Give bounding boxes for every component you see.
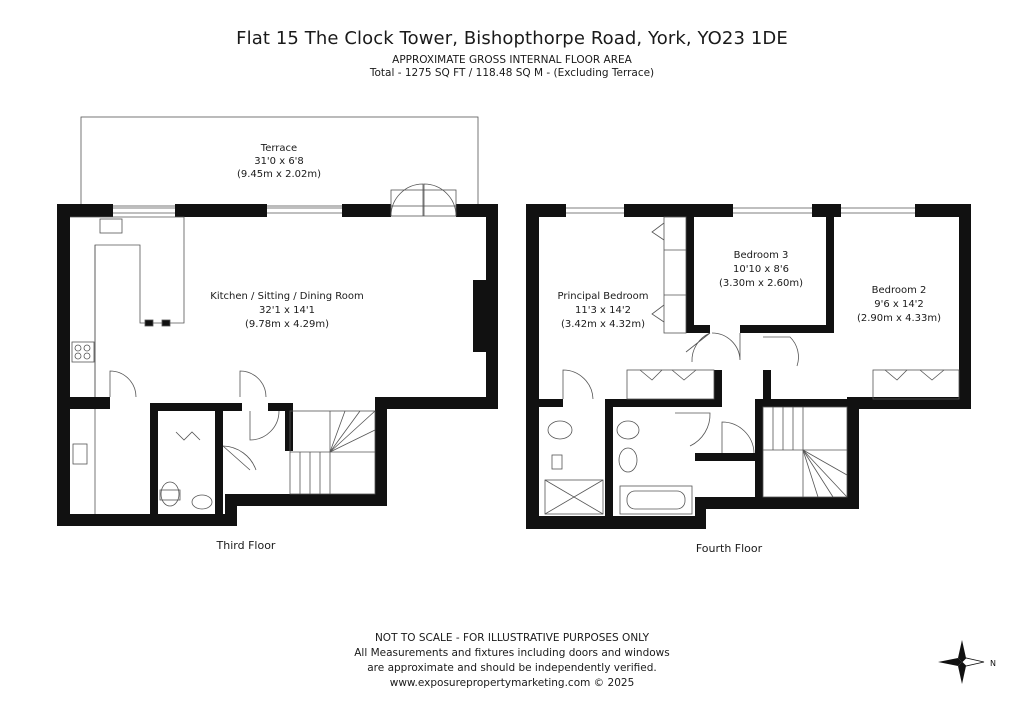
- footer-note-1: All Measurements and fixtures including …: [354, 647, 670, 659]
- bedroom2-metric: (2.90m x 4.33m): [857, 313, 941, 324]
- compass-icon: N: [938, 640, 996, 684]
- footer-disclaimer: NOT TO SCALE - FOR ILLUSTRATIVE PURPOSES…: [374, 632, 650, 644]
- plan-footer: NOT TO SCALE - FOR ILLUSTRATIVE PURPOSES…: [0, 631, 1024, 691]
- total-area: Total - 1275 SQ FT / 118.48 SQ M - (Excl…: [369, 67, 655, 79]
- terrace-imperial: 31'0 x 6'8: [254, 156, 304, 167]
- terrace-outline: [80, 116, 479, 207]
- footer-credit: www.exposurepropertymarketing.com © 2025: [389, 677, 635, 689]
- third-floor-fixtures: [70, 183, 457, 514]
- bedroom3-metric: (3.30m x 2.60m): [719, 278, 803, 289]
- principal-bedroom-name: Principal Bedroom: [557, 291, 648, 302]
- area-subtitle: APPROXIMATE GROSS INTERNAL FLOOR AREA: [392, 54, 632, 66]
- bedroom3-imperial: 10'10 x 8'6: [733, 264, 789, 275]
- room-labels: Terrace 31'0 x 6'8 (9.45m x 2.02m) Kitch…: [210, 143, 941, 555]
- bedroom3-name: Bedroom 3: [734, 250, 789, 261]
- property-title: Flat 15 The Clock Tower, Bishopthorpe Ro…: [236, 28, 788, 49]
- terrace-name: Terrace: [260, 143, 297, 154]
- terrace-metric: (9.45m x 2.02m): [237, 169, 321, 180]
- plan-header: Flat 15 The Clock Tower, Bishopthorpe Ro…: [0, 28, 1024, 79]
- bedroom2-imperial: 9'6 x 14'2: [874, 299, 924, 310]
- kitchen-name: Kitchen / Sitting / Dining Room: [210, 291, 363, 302]
- bedroom2-name: Bedroom 2: [872, 285, 927, 296]
- fourth-floor-label: Fourth Floor: [696, 542, 763, 555]
- fourth-floor-fixtures: [544, 207, 960, 515]
- principal-bedroom-imperial: 11'3 x 14'2: [575, 305, 631, 316]
- compass-north-label: N: [990, 659, 996, 668]
- kitchen-metric: (9.78m x 4.29m): [245, 319, 329, 330]
- footer-note-2: are approximate and should be independen…: [367, 662, 657, 674]
- kitchen-imperial: 32'1 x 14'1: [259, 305, 315, 316]
- principal-bedroom-metric: (3.42m x 4.32m): [561, 319, 645, 330]
- third-floor-walls: [57, 204, 498, 526]
- third-floor-label: Third Floor: [216, 539, 276, 552]
- fourth-floor-walls: [526, 204, 971, 529]
